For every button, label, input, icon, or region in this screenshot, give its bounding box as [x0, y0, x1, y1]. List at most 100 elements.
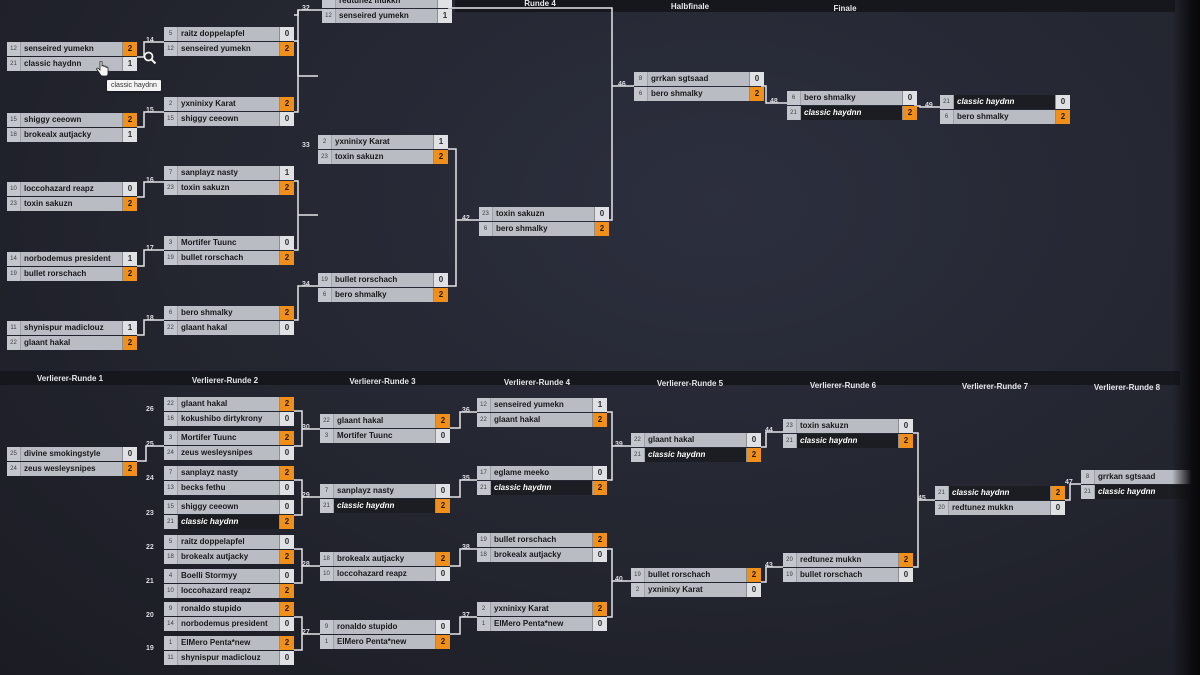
connector-line [137, 445, 164, 462]
match-number: 36 [462, 407, 470, 414]
player-name: shynispur madiclouz [21, 321, 122, 335]
match-number: 47 [1065, 479, 1073, 486]
search-icon[interactable] [143, 51, 157, 65]
player-name: yxninixy Karat [178, 97, 279, 111]
player-name: bullet rorschach [178, 251, 279, 265]
player-seed: 25 [7, 447, 21, 461]
player-name: grrkan sgtsaad [648, 72, 749, 86]
player-name: bullet rorschach [332, 273, 433, 287]
winners-round-header: Runde 4 [524, 0, 556, 8]
player-score: 1 [437, 9, 452, 23]
player-name: loccohazard reapz [334, 567, 435, 581]
player-slot[interactable]: redtunez mukkn [322, 0, 452, 8]
player-name: Boelli Stormyy [178, 569, 279, 583]
player-seed [322, 0, 336, 8]
match-number: 19 [146, 645, 154, 652]
player-score: 1 [122, 57, 137, 71]
player-seed: 2 [318, 135, 332, 149]
player-score: 0 [592, 466, 607, 480]
match-number: 45 [918, 495, 926, 502]
connector-line [607, 411, 613, 481]
